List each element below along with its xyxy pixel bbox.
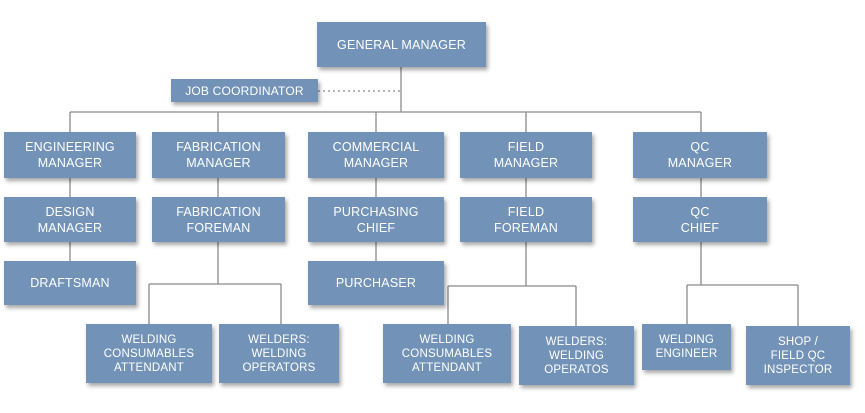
node-welding-engineer: WELDING ENGINEER	[642, 324, 731, 370]
node-fabrication-manager: FABRICATION MANAGER	[152, 132, 285, 178]
node-engineering-manager: ENGINEERING MANAGER	[4, 132, 136, 178]
node-draftsman: DRAFTSMAN	[4, 261, 136, 305]
node-general-manager: GENERAL MANAGER	[317, 22, 486, 67]
node-field-consumables-attendant: WELDING CONSUMABLES ATTENDANT	[383, 324, 511, 383]
node-field-foreman: FIELD FOREMAN	[460, 197, 592, 242]
node-fabrication-foreman: FABRICATION FOREMAN	[152, 197, 285, 242]
node-shop-field-qc-inspector: SHOP / FIELD QC INSPECTOR	[746, 326, 850, 385]
node-purchasing-chief: PURCHASING CHIEF	[308, 197, 444, 242]
node-design-manager: DESIGN MANAGER	[4, 197, 136, 242]
node-fabrication-consumables-attendant: WELDING CONSUMABLES ATTENDANT	[86, 324, 212, 383]
node-purchaser: PURCHASER	[308, 261, 444, 305]
node-job-coordinator: JOB COORDINATOR	[171, 79, 318, 102]
node-commercial-manager: COMMERCIAL MANAGER	[308, 132, 444, 178]
node-qc-manager: QC MANAGER	[633, 132, 767, 178]
node-field-welders: WELDERS: WELDING OPERATOS	[519, 326, 634, 385]
node-fabrication-welders: WELDERS: WELDING OPERATORS	[219, 324, 339, 383]
node-field-manager: FIELD MANAGER	[460, 132, 592, 178]
node-qc-chief: QC CHIEF	[633, 197, 767, 242]
